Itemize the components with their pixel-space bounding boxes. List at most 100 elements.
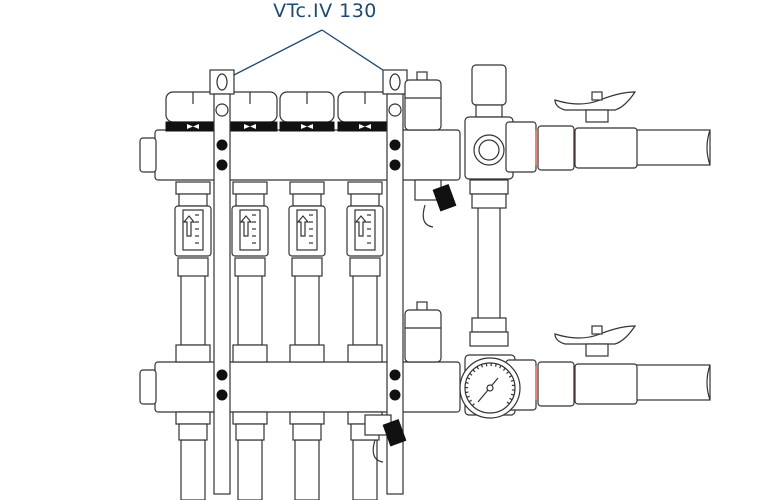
bracket-screw — [388, 103, 402, 117]
bracket-slot — [216, 73, 228, 91]
bracket-slot — [389, 73, 401, 91]
nut — [232, 411, 268, 425]
gauge-tick — [506, 401, 510, 405]
outlet-pipe-upper — [180, 274, 206, 346]
bracket-bolt — [389, 159, 401, 171]
nut — [232, 344, 268, 363]
gauge-tick — [499, 365, 502, 369]
valve-symbol-icon — [301, 124, 313, 129]
gauge-tick — [502, 367, 506, 371]
nut — [175, 344, 211, 363]
return-end-cap — [139, 369, 157, 405]
bracket-bolt — [389, 389, 401, 401]
flow-arrow-icon — [296, 215, 310, 237]
drain-cap — [432, 184, 457, 212]
pipe-cut-end — [706, 364, 711, 401]
gauge-tick — [510, 379, 514, 382]
nut — [350, 193, 380, 207]
nut — [235, 423, 265, 441]
nut — [235, 193, 265, 207]
thermo-neck — [475, 104, 503, 118]
bracket-bolt — [216, 159, 228, 171]
gauge-tick — [468, 399, 472, 403]
nut — [291, 257, 323, 277]
gauge-tick — [471, 403, 475, 407]
butterfly-handle — [554, 91, 637, 111]
nut — [232, 181, 268, 195]
drain-cap — [382, 419, 407, 447]
nut — [471, 193, 507, 209]
air-vent — [404, 309, 442, 363]
nut — [289, 181, 325, 195]
bracket-bolt — [389, 139, 401, 151]
flowmeter-window — [239, 209, 261, 251]
nut — [289, 411, 325, 425]
flow-arrow-icon — [182, 215, 196, 237]
flow-arrow-icon — [354, 215, 368, 237]
nut — [349, 257, 381, 277]
nut — [177, 257, 209, 277]
ball-valve-body — [574, 127, 638, 169]
nut — [175, 411, 211, 425]
leader-line-left — [231, 29, 323, 77]
bracket-strip — [213, 93, 231, 495]
supply-end-cap — [139, 137, 157, 173]
nut — [471, 317, 507, 333]
outlet-pipe-upper — [237, 274, 263, 346]
nut — [347, 344, 383, 363]
model-label: VTc.IV 130 — [273, 0, 377, 22]
ball-valve-body — [574, 363, 638, 405]
drain-chain — [372, 439, 384, 463]
valve-stem — [585, 109, 609, 123]
nut — [469, 331, 509, 347]
nut — [175, 181, 211, 195]
flowmeter-window — [296, 209, 318, 251]
bracket-bolt — [216, 369, 228, 381]
nut — [292, 193, 322, 207]
outlet-pipe-lower — [237, 439, 263, 500]
gauge-tick — [480, 364, 484, 368]
pipe-cut-end — [706, 129, 711, 166]
bracket-bolt — [216, 389, 228, 401]
leader-line-right — [321, 29, 393, 77]
gauge-tick — [509, 397, 513, 401]
nut — [347, 181, 383, 195]
handle-nut — [591, 91, 603, 101]
nut — [289, 344, 325, 363]
butterfly-handle — [554, 325, 637, 345]
union-nut — [537, 125, 575, 171]
gauge-tick — [510, 393, 515, 396]
gauge-tick — [506, 371, 510, 375]
nut — [292, 423, 322, 441]
gauge-tick — [472, 369, 476, 373]
union-nut — [505, 121, 537, 173]
return-manifold-bar — [154, 361, 461, 413]
nut — [178, 193, 208, 207]
outlet-pipe-upper — [294, 274, 320, 346]
valve-stem — [585, 343, 609, 357]
valve-symbol-icon — [187, 124, 199, 129]
outlet-pipe-lower — [180, 439, 206, 500]
gauge-tick — [466, 377, 471, 380]
bracket-bolt — [389, 369, 401, 381]
flowmeter-window — [354, 209, 376, 251]
union-nut — [537, 361, 575, 407]
label-leader-lines — [231, 29, 393, 77]
nut — [234, 257, 266, 277]
handle-nut — [591, 325, 603, 335]
supply-manifold-bar — [154, 129, 461, 181]
drain-chain — [422, 204, 434, 228]
gauge-pivot — [486, 384, 494, 392]
nut — [178, 423, 208, 441]
gauge-tick — [494, 363, 497, 367]
gauge-tick — [465, 391, 469, 394]
flowmeter-window — [182, 209, 204, 251]
gauge-tick — [476, 366, 480, 370]
gauge-tick — [469, 372, 473, 376]
outlet-pipe-lower — [294, 439, 320, 500]
mixing-valve-port-inner — [478, 139, 500, 161]
gauge-tick — [465, 382, 469, 384]
thermostat-head — [471, 64, 507, 106]
